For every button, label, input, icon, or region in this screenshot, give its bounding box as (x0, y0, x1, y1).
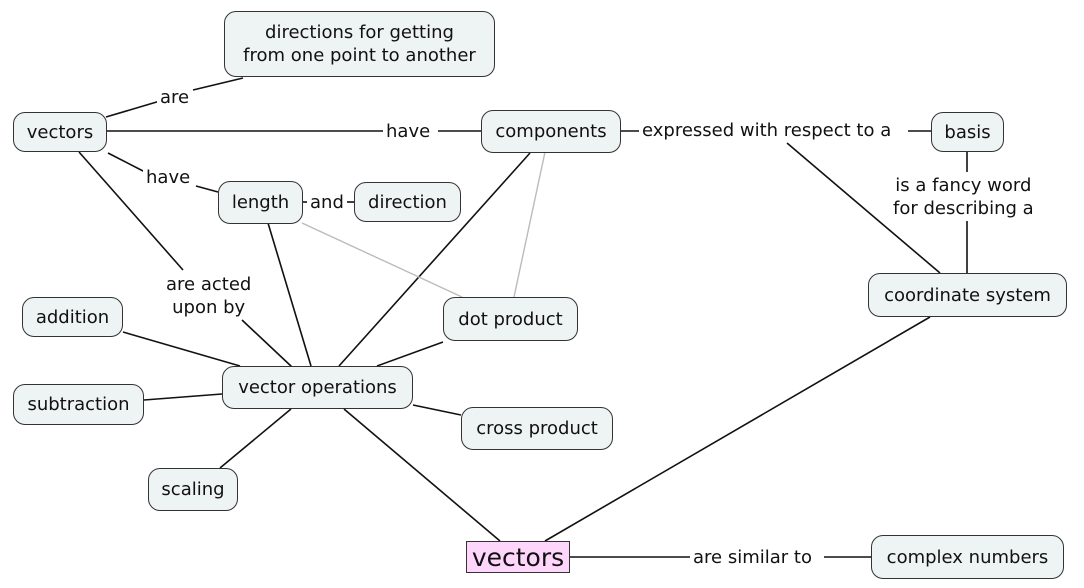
edge-components-dot-faint (513, 151, 546, 298)
edge-expressed-coordinate (786, 142, 941, 274)
edge-have2-length (195, 185, 219, 193)
edge-vectors-coordinate (544, 316, 931, 542)
node-subtraction[interactable]: subtraction (13, 384, 144, 425)
node-complex-numbers[interactable]: complex numbers (871, 535, 1064, 579)
edge-length-dot-faint (301, 222, 463, 298)
node-components[interactable]: components (481, 110, 621, 153)
edge-vectors-acted (78, 151, 184, 271)
node-basis[interactable]: basis (931, 112, 1004, 152)
node-vectors-top[interactable]: vectors (13, 112, 107, 152)
edge-vectors-are (105, 100, 161, 118)
link-label-expressed: expressed with respect to a (639, 119, 895, 142)
edge-operations-cross (412, 404, 462, 416)
link-label-are: are (157, 86, 193, 109)
edge-are-directions (192, 77, 244, 91)
node-length[interactable]: length (218, 181, 303, 224)
node-cross-product[interactable]: cross product (461, 407, 613, 450)
node-addition[interactable]: addition (22, 297, 123, 337)
node-direction[interactable]: direction (354, 182, 461, 222)
edge-operations-length (267, 222, 312, 367)
link-label-have-length: have (143, 166, 194, 189)
link-label-and: and (307, 191, 347, 214)
node-vectors-main[interactable]: vectors (466, 541, 570, 573)
node-dot-product[interactable]: dot product (443, 297, 578, 341)
edge-operations-addition (122, 331, 241, 367)
link-label-fancy-word: is a fancy word for describing a (890, 174, 1037, 220)
edge-operations-scaling (219, 408, 292, 469)
node-directions[interactable]: directions for getting from one point to… (224, 11, 495, 77)
link-label-acted-upon: are acted upon by (163, 273, 255, 319)
edge-operations-subtraction (143, 393, 223, 401)
node-vector-operations[interactable]: vector operations (222, 366, 413, 409)
link-label-similar: are similar to (690, 546, 815, 569)
edge-operations-vectors (343, 408, 501, 542)
edge-operations-components (338, 152, 531, 367)
link-label-have-components: have (383, 120, 434, 143)
edge-vectors-have2 (107, 152, 146, 173)
edge-operations-dot (376, 341, 444, 367)
node-scaling[interactable]: scaling (148, 468, 238, 511)
node-coordinate-system[interactable]: coordinate system (868, 273, 1067, 317)
edge-acted-operations (241, 319, 293, 368)
